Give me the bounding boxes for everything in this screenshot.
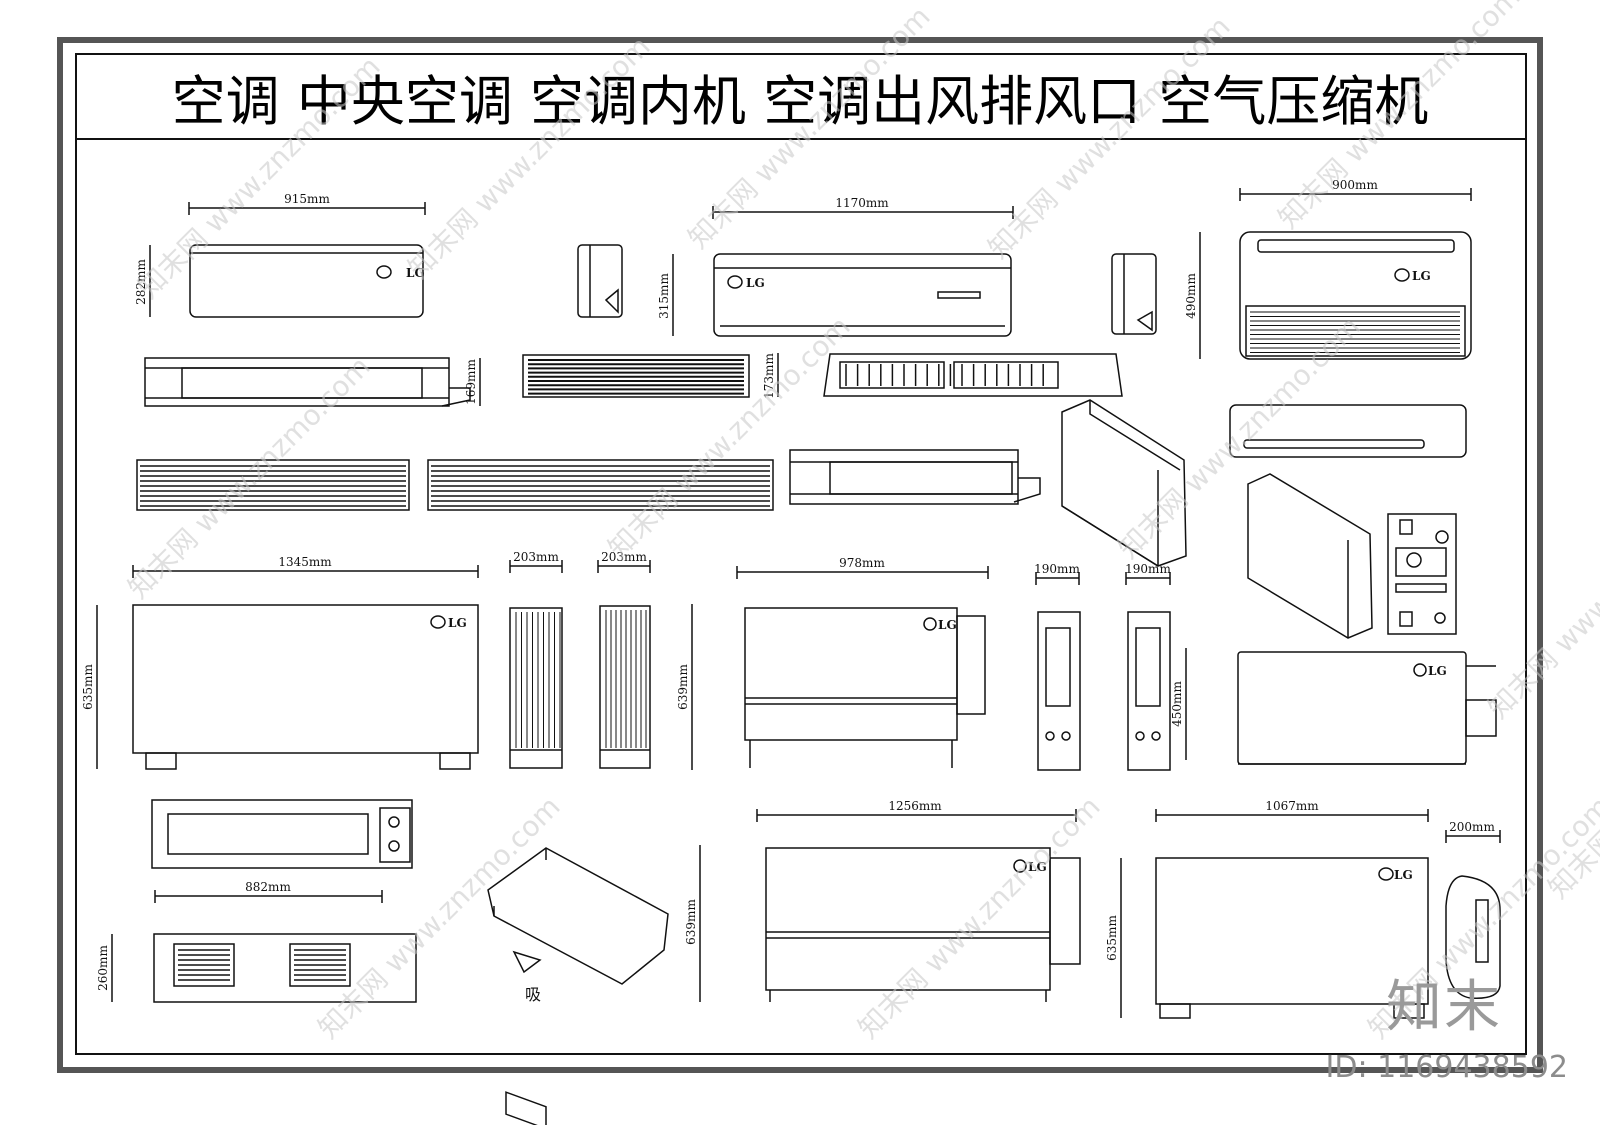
watermark-id: ID: 1169438592 [1325,1050,1568,1085]
dim-1067: 1067mm [1265,799,1319,813]
dim-282: 282mm [134,259,148,305]
ceiling-grille [845,364,1044,386]
floor-unit-side-203-b [597,560,651,769]
wall-unit-915 [149,202,426,318]
floor-unit-1067 [1120,809,1429,1019]
dim-190-b: 190mm [1125,562,1171,576]
dim-200: 200mm [1449,820,1495,834]
linear-grille-2 [427,459,774,511]
side-fins-b [605,610,647,748]
ducted-unit-iso [487,847,669,1125]
ducted-unit-side-2 [789,449,1041,505]
dim-190-a: 190mm [1034,562,1080,576]
ducted-unit-side-190-a [1035,572,1081,771]
dim-635-a: 635mm [81,664,95,710]
logo-lg-2: LG [746,276,765,290]
dim-1256: 1256mm [888,799,942,813]
outer-frame [57,37,1543,1073]
logo-lg-4: LG [448,616,467,630]
ducted-unit-side-169 [144,357,481,407]
floor-unit-1345 [96,565,479,770]
ducted-unit-side-3 [151,799,413,869]
linear-grille-a [140,465,406,507]
floor-unit-iso [1061,399,1187,567]
ducted-unit-grille-173 [522,353,779,398]
ceiling-unit-dual-grille [823,353,1123,397]
dim-1345: 1345mm [278,555,332,569]
dim-260: 260mm [96,945,110,991]
ducted-grille [528,359,744,395]
dim-1170: 1170mm [835,196,889,210]
wall-unit-side-200 [1445,830,1501,999]
cassette-grille [1250,311,1460,353]
logo-lg-5: LG [938,618,957,632]
dim-490: 490mm [1184,273,1198,319]
watermark-text: 知末网 www.znzmo.com [602,310,857,565]
side-fins-a [515,612,561,748]
dim-639-b: 639mm [684,899,698,945]
linear-grille-1 [136,459,410,511]
sheet-title: 空调 中央空调 空调内机 空调出风排风口 空气压缩机 [172,70,1429,133]
logo-lg-1: LG [406,266,425,280]
dim-203-a: 203mm [513,550,559,564]
cassette-900 [1199,188,1472,360]
dim-882: 882mm [245,880,291,894]
watermark-text: 知末网 www.znzmo.com [852,790,1107,1045]
floor-unit-side-203-a [509,560,563,769]
watermark-text: 知末网 www.znzmo.com [982,10,1237,265]
dim-315: 315mm [657,273,671,319]
wall-unit-side-2 [1111,253,1157,335]
logo-lg-3: LG [1412,269,1431,283]
ducted-unit-side-190-b [1125,572,1187,771]
dim-900: 900mm [1332,178,1378,192]
logo-lg-7: LG [1028,860,1047,874]
watermark-text: 知末网 www.znzmo.com [122,350,377,605]
ducted-unit-882 [111,890,417,1003]
compressor-front [1387,513,1457,635]
dim-450: 450mm [1170,681,1184,727]
watermark-text: 知末网 www.znzmo.com [312,790,567,1045]
dim-915: 915mm [284,192,330,206]
wall-unit-side [577,244,623,318]
cassette-slim [1229,404,1467,458]
linear-grille-b [431,465,770,507]
suction-label: 吸 [525,985,541,1004]
dim-635-b: 635mm [1105,915,1119,961]
ducted-unit-1256 [699,809,1081,1002]
floor-unit-iso-2 [1247,473,1373,639]
dim-203-b: 203mm [601,550,647,564]
compressor-side [1237,651,1497,765]
dim-169: 169mm [464,359,478,405]
inner-frame [75,53,1527,1055]
ducted-unit-978 [691,566,989,770]
watermark-logo: 知末 [1386,975,1502,1040]
dim-978: 978mm [839,556,885,570]
supply-grille-a [178,949,346,981]
logo-lg-8: LG [1394,868,1413,882]
dim-173: 173mm [762,353,776,399]
wall-unit-1170 [672,206,1014,337]
dim-639-a: 639mm [676,664,690,710]
logo-lg-6: LG [1428,664,1447,678]
watermark-text: 知末网 www.znzmo.com [402,30,657,285]
